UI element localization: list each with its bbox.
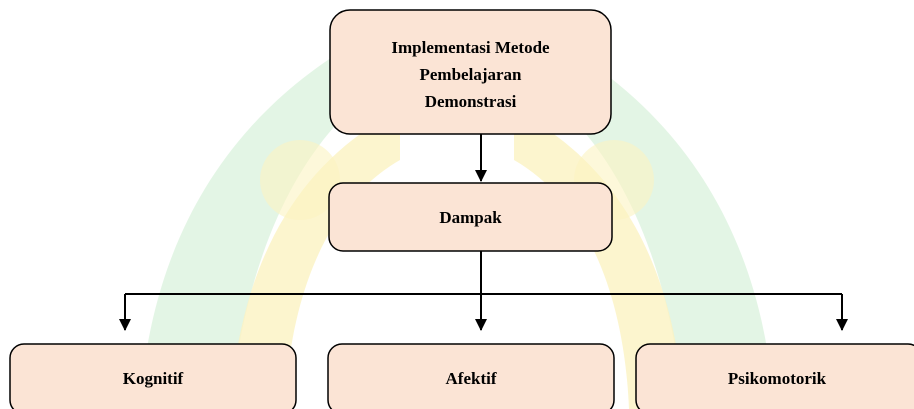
arrowhead-psikomotorik (836, 319, 848, 331)
arrowhead-kognitif (119, 319, 131, 331)
connectors (119, 134, 848, 331)
arrowhead-root-to-dampak (475, 170, 487, 182)
node-psikomotorik: Psikomotorik (635, 343, 914, 409)
node-psikomotorik-label: Psikomotorik (728, 369, 827, 388)
node-kognitif: Kognitif (9, 343, 297, 409)
node-implementasi-line-2: Pembelajaran (420, 65, 523, 84)
node-implementasi-line-1: Implementasi Metode (391, 38, 550, 57)
arrowhead-afektif (475, 319, 487, 331)
watermark-right-arc (494, 18, 774, 409)
watermark-left-arc (140, 18, 420, 409)
node-dampak-label: Dampak (439, 208, 502, 227)
node-dampak: Dampak (328, 182, 613, 252)
node-afektif: Afektif (327, 343, 615, 409)
node-afektif-label: Afektif (446, 369, 497, 388)
node-dampak-box (328, 182, 613, 252)
node-psikomotorik-box (635, 343, 914, 409)
node-kognitif-label: Kognitif (123, 369, 184, 388)
node-implementasi-line-3: Demonstrasi (425, 92, 517, 111)
node-afektif-box (327, 343, 615, 409)
node-implementasi: Implementasi Metode Pembelajaran Demonst… (329, 9, 612, 135)
node-kognitif-box (9, 343, 297, 409)
node-implementasi-box (329, 9, 612, 135)
watermark-ornament-left (260, 140, 340, 220)
